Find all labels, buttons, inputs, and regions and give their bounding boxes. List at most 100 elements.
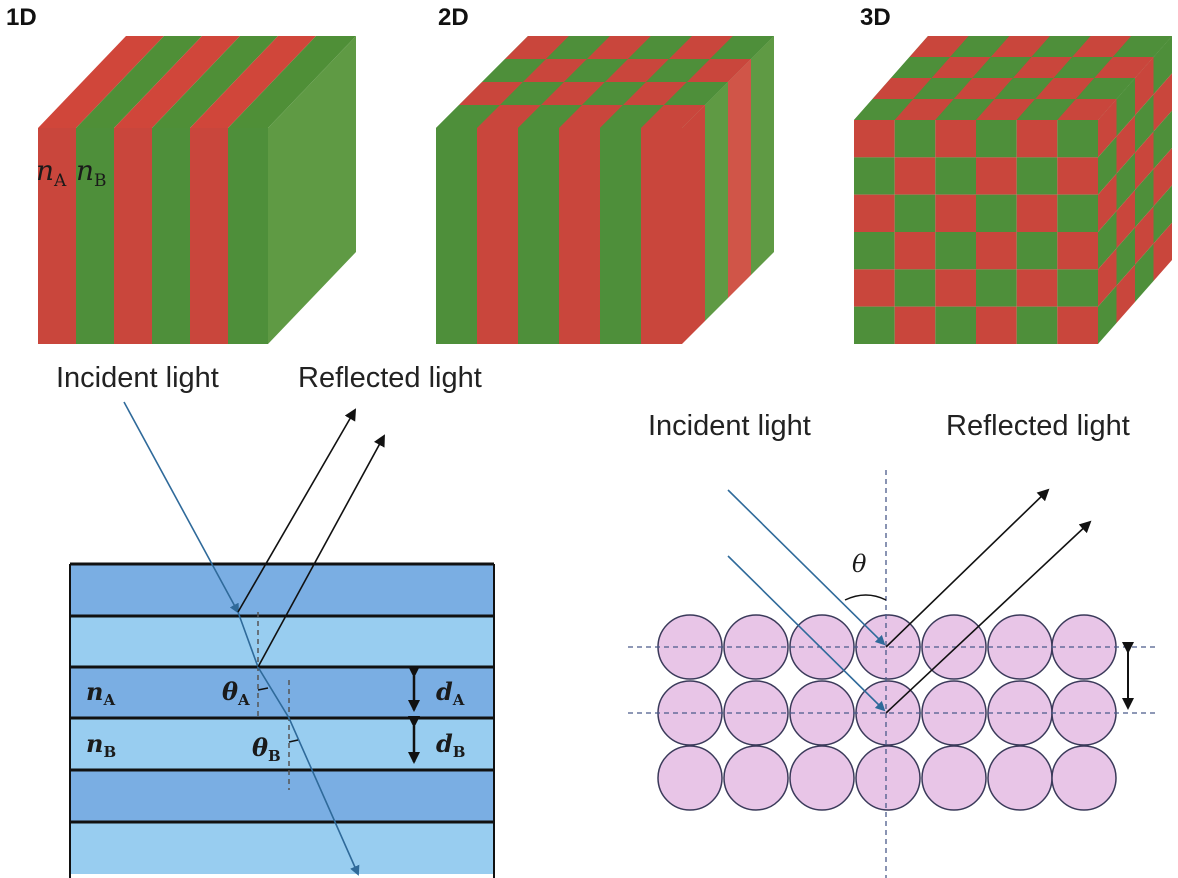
sphere bbox=[1051, 745, 1117, 811]
top-tile bbox=[482, 59, 546, 82]
top-tile bbox=[546, 36, 610, 59]
top-tile bbox=[872, 78, 932, 99]
side-tile bbox=[1135, 94, 1154, 153]
front-tile bbox=[1016, 232, 1058, 270]
top-tile bbox=[913, 78, 973, 99]
cube-3d-top-face bbox=[854, 36, 1172, 120]
label-d-a: dA bbox=[436, 677, 465, 709]
front-tile bbox=[854, 232, 895, 270]
side-tile bbox=[1116, 227, 1135, 286]
panel-label-3d: 3D bbox=[860, 4, 891, 31]
right-reflected-label: Reflected light bbox=[946, 410, 1130, 442]
side-tile bbox=[1116, 190, 1135, 249]
incident-ray-2 bbox=[727, 555, 886, 712]
top-tile bbox=[1112, 36, 1172, 57]
top-tile bbox=[1053, 57, 1113, 78]
reflected-ray-1 bbox=[237, 408, 357, 613]
multilayer-diagram: nA nB θA θB dA dB bbox=[69, 401, 495, 878]
side-tile bbox=[1135, 57, 1154, 116]
top-tile bbox=[605, 59, 669, 82]
top-tile bbox=[854, 99, 914, 120]
cube-1d-front-face bbox=[38, 128, 268, 344]
top-tile bbox=[1094, 57, 1154, 78]
side-tile bbox=[1153, 185, 1172, 244]
side-tile bbox=[1098, 99, 1117, 158]
side-tile bbox=[1135, 131, 1154, 190]
label-n-a: nA bbox=[86, 677, 115, 709]
side-tile bbox=[1135, 243, 1154, 302]
front-tile bbox=[976, 306, 1017, 344]
panel-label-2d: 2D bbox=[438, 4, 469, 31]
top-tile bbox=[1075, 78, 1135, 99]
cube-2d-side-face bbox=[682, 36, 774, 344]
top-tile bbox=[600, 105, 664, 128]
right-incident-label: Incident light bbox=[648, 410, 811, 442]
incident-ray-1 bbox=[727, 489, 886, 646]
reflected-ray-1 bbox=[885, 488, 1050, 648]
label-theta-b: θB bbox=[252, 733, 281, 765]
top-tile bbox=[623, 82, 687, 105]
front-tile bbox=[976, 194, 1017, 232]
top-tile bbox=[641, 105, 705, 128]
side-tile bbox=[1116, 152, 1135, 211]
layer-1 bbox=[70, 564, 494, 616]
top-tile bbox=[1013, 57, 1073, 78]
top-tile bbox=[931, 57, 991, 78]
front-tile bbox=[854, 157, 895, 195]
top-tile bbox=[1031, 36, 1091, 57]
front-tile bbox=[935, 269, 976, 307]
top-tile bbox=[477, 105, 541, 128]
side-tile bbox=[1153, 73, 1172, 132]
front-tile bbox=[935, 306, 976, 344]
front-tile bbox=[854, 306, 895, 344]
left-incident-label: Incident light bbox=[56, 362, 219, 394]
top-tile bbox=[459, 82, 523, 105]
layer-6 bbox=[70, 822, 494, 874]
front-tile bbox=[854, 269, 895, 307]
cube-1d: nA nB bbox=[36, 36, 356, 344]
front-tile bbox=[1057, 269, 1098, 307]
top-tile bbox=[669, 36, 733, 59]
top-tile bbox=[1057, 99, 1117, 120]
top-tile bbox=[559, 105, 623, 128]
top-tile bbox=[1072, 36, 1132, 57]
top-tile bbox=[541, 82, 605, 105]
front-tile bbox=[976, 232, 1017, 270]
sphere bbox=[987, 745, 1053, 811]
top-tile bbox=[587, 36, 651, 59]
front-tile bbox=[935, 194, 976, 232]
top-tile bbox=[976, 99, 1036, 120]
front-tile bbox=[1057, 120, 1098, 158]
top-tile bbox=[582, 82, 646, 105]
side-tile bbox=[1098, 285, 1117, 344]
top-tile bbox=[518, 105, 582, 128]
front-tile bbox=[854, 120, 895, 158]
layer-5 bbox=[70, 770, 494, 822]
reflected-ray-2 bbox=[257, 434, 385, 668]
front-tile bbox=[935, 120, 976, 158]
front-tile bbox=[1016, 194, 1058, 232]
top-tile bbox=[500, 82, 564, 105]
top-tile bbox=[646, 59, 710, 82]
label-theta-a: θA bbox=[222, 677, 250, 709]
side-tile bbox=[1098, 173, 1117, 232]
top-tile bbox=[891, 57, 951, 78]
label-d-b: dB bbox=[436, 729, 465, 761]
cube-3d-front-face bbox=[854, 120, 1098, 344]
top-tile bbox=[710, 36, 774, 59]
theta-arc bbox=[844, 594, 887, 601]
front-tile bbox=[935, 232, 976, 270]
front-tile bbox=[1016, 120, 1058, 158]
top-tile bbox=[523, 59, 587, 82]
top-tile bbox=[972, 57, 1032, 78]
front-tile bbox=[1057, 157, 1098, 195]
sphere bbox=[657, 745, 723, 811]
top-tile bbox=[436, 105, 500, 128]
side-tile bbox=[1098, 211, 1117, 270]
front-tile bbox=[976, 120, 1017, 158]
side-tile bbox=[1135, 206, 1154, 265]
cube-2d-top-face bbox=[436, 36, 774, 128]
top-tile bbox=[953, 78, 1013, 99]
refracted-ray bbox=[237, 611, 360, 876]
top-tile bbox=[994, 78, 1054, 99]
